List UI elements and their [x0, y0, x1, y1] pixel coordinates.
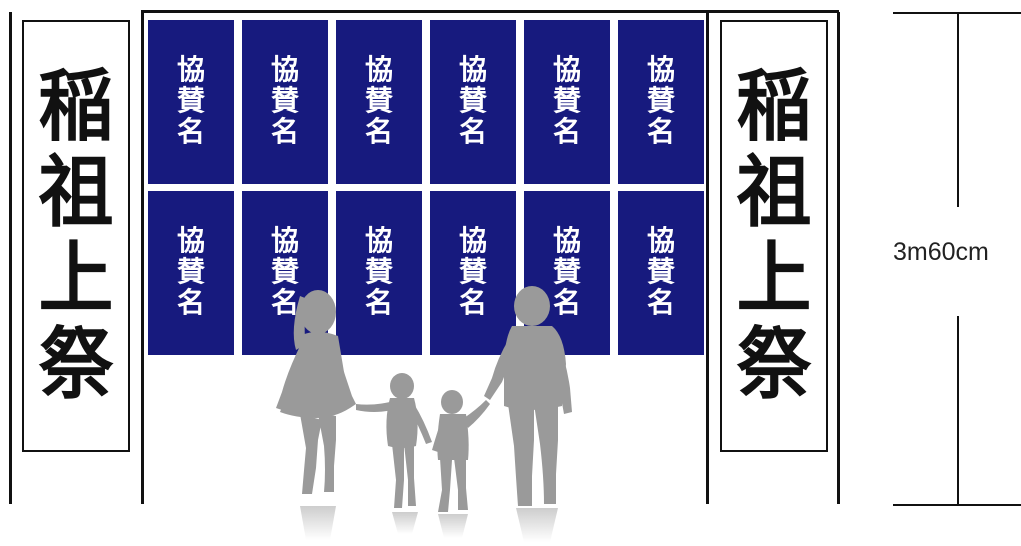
sponsor-panel-char: 賛 — [176, 84, 205, 117]
sponsor-panel-char: 賛 — [364, 255, 393, 288]
sponsor-panel-char: 協 — [364, 53, 393, 86]
banner-char: 稲 — [38, 61, 114, 152]
sponsor-panel-char: 賛 — [270, 84, 299, 117]
dimension-label: 3m60cm — [893, 238, 989, 266]
dimension-line-upper — [957, 12, 959, 207]
sponsor-panel: 協賛名 — [336, 191, 422, 355]
sponsor-panel-char: 協 — [646, 53, 675, 86]
boy-silhouette — [432, 390, 490, 512]
sponsor-panel-char: 賛 — [364, 84, 393, 117]
dimension-bottom-tick — [893, 504, 1021, 506]
sponsor-panel: 協賛名 — [618, 20, 704, 184]
banner-char: 稲 — [736, 61, 812, 152]
sponsor-panel-char: 賛 — [646, 84, 675, 117]
banner-char: 上 — [38, 233, 114, 324]
sponsor-panel-char: 協 — [270, 53, 299, 86]
sponsor-panel-char: 名 — [176, 115, 205, 148]
girl-silhouette — [356, 373, 432, 508]
man-silhouette — [484, 286, 572, 506]
sponsor-panel-char: 名 — [270, 115, 299, 148]
sponsor-panel-char: 名 — [646, 115, 675, 148]
sponsor-panel: 協賛名 — [618, 191, 704, 355]
sponsor-panel: 協賛名 — [148, 20, 234, 184]
sponsor-panel-char: 賛 — [552, 255, 581, 288]
woman-silhouette — [276, 290, 356, 494]
sponsor-panel-char: 協 — [364, 224, 393, 257]
sponsor-panel: 協賛名 — [430, 20, 516, 184]
banner-char: 祖 — [38, 147, 114, 238]
sponsor-panel-char: 賛 — [458, 84, 487, 117]
sponsor-panel-char: 名 — [552, 286, 581, 319]
sponsor-panel-char: 賛 — [646, 255, 675, 288]
sponsor-panel-char: 名 — [458, 115, 487, 148]
banner-char: 祭 — [736, 319, 812, 410]
sponsor-panel: 協賛名 — [524, 20, 610, 184]
sponsor-panel: 協賛名 — [148, 191, 234, 355]
sponsor-panel-char: 名 — [646, 286, 675, 319]
sponsor-panel-char: 名 — [458, 286, 487, 319]
silhouette-reflections — [300, 506, 558, 542]
sponsor-panel-char: 賛 — [552, 84, 581, 117]
sponsor-panel-char: 協 — [270, 224, 299, 257]
sponsor-panel: 協賛名 — [336, 20, 422, 184]
sponsor-panel-char: 協 — [646, 224, 675, 257]
sponsor-panel-char: 名 — [552, 115, 581, 148]
sponsor-panel-char: 協 — [458, 224, 487, 257]
right-banner: 稲 祖 上 祭 — [720, 20, 828, 452]
sponsor-panel-char: 協 — [552, 53, 581, 86]
sponsor-panel-char: 名 — [176, 286, 205, 319]
sponsor-panel-char: 名 — [364, 286, 393, 319]
banner-char: 祖 — [736, 147, 812, 238]
sponsor-panel-char: 協 — [458, 53, 487, 86]
sponsor-panel-char: 名 — [270, 286, 299, 319]
sponsor-panel-char: 協 — [176, 53, 205, 86]
banner-char: 上 — [736, 233, 812, 324]
sponsor-panel: 協賛名 — [242, 20, 328, 184]
sponsor-panel-char: 協 — [552, 224, 581, 257]
sponsor-panel-char: 賛 — [176, 255, 205, 288]
sponsor-panel-char: 協 — [176, 224, 205, 257]
sponsor-panel: 協賛名 — [430, 191, 516, 355]
left-outer-post — [9, 12, 12, 504]
right-inner-post — [706, 12, 709, 504]
sponsor-panel-char: 名 — [364, 115, 393, 148]
left-inner-post — [141, 12, 144, 504]
left-banner: 稲 祖 上 祭 — [22, 20, 130, 452]
top-beam — [141, 10, 839, 13]
sponsor-panel-char: 賛 — [270, 255, 299, 288]
banner-char: 祭 — [38, 319, 114, 410]
sponsor-panel-char: 賛 — [458, 255, 487, 288]
right-outer-post — [837, 12, 840, 504]
dimension-line-lower — [957, 316, 959, 506]
sponsor-grid: 協賛名協賛名協賛名協賛名協賛名協賛名協賛名協賛名協賛名協賛名協賛名協賛名 — [148, 20, 706, 355]
